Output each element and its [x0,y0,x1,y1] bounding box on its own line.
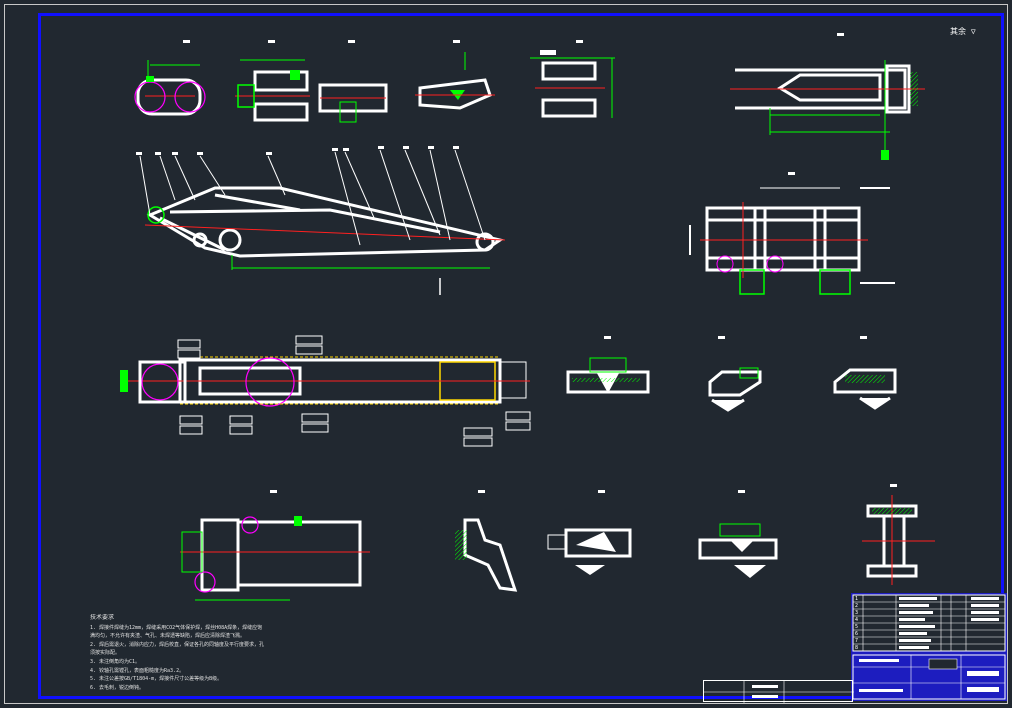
row-number: 8 [855,645,859,651]
note-line: 1. 焊接件焊缝为12mm，焊缝采用CO2气体保护焊，焊丝H08A焊条，焊缝应饱 [90,624,263,631]
row-number: 4 [855,617,859,623]
frame-top-view [689,187,895,295]
note-line: 6. 去毛刺，锐边倒钝。 [90,684,145,691]
note-line: 须按实际配。 [90,650,121,657]
row-number: 2 [855,603,859,609]
notes-title: 技术要求 [90,614,115,621]
boom-plan-view [120,356,530,407]
section-view-a [566,357,650,394]
title-block: 1 2 3 4 5 6 7 8 [851,593,1007,701]
detail-view-4 [415,52,495,110]
boom-bottom-view [180,516,370,601]
note-line: 5. 未注公差按GB/T1804-m，焊接件尺寸公差等级为B级。 [90,676,223,683]
section-view-e [547,528,632,575]
detail-view-1 [134,60,206,116]
section-view-f [698,523,778,578]
note-line: 3. 未注倒角均为C1。 [90,658,141,665]
detail-view-5 [530,50,615,118]
section-view-c [833,368,897,410]
title-block-secondary-grid [704,681,854,703]
leader-lines [139,149,486,246]
note-line: 2. 焊后需退火，消除内应力，焊后校直，保证各孔的同轴度及平行度要求，孔 [90,641,265,648]
view-labels [183,33,897,493]
section-view-b [708,367,762,412]
title-block-grid [852,594,1006,700]
boom-side-view [144,186,506,295]
technical-requirements: 技术要求 1. 焊接件焊缝为12mm，焊缝采用CO2气体保护焊，焊丝H08A焊条… [90,614,350,692]
row-number: 5 [855,624,859,630]
note-line: 满均匀，不允许有夹渣、气孔、未焊透等缺陷，焊后应清除焊渣飞溅。 [90,633,246,640]
detail-view-2 [235,59,310,122]
part-balloons [136,146,459,155]
section-view-g [862,495,935,585]
row-number: 7 [855,638,859,644]
drawing-frame [38,13,1004,699]
note-line: 4. 铰轴孔需镗孔，表面粗糙度为Ra3.2。 [90,667,185,674]
gdt-frames [177,335,531,447]
roughness-label: 其余 [950,27,966,36]
title-block-secondary [703,680,854,703]
roughness-note: 其余 ▽ [950,26,976,37]
row-number: 1 [855,596,859,602]
section-view-d [455,518,518,592]
row-number: 3 [855,610,859,616]
row-number: 6 [855,631,859,637]
boom-end-view [730,60,925,160]
outer-border [4,4,1008,704]
roughness-symbol-icon: ▽ [970,27,976,36]
detail-view-3 [318,83,388,123]
